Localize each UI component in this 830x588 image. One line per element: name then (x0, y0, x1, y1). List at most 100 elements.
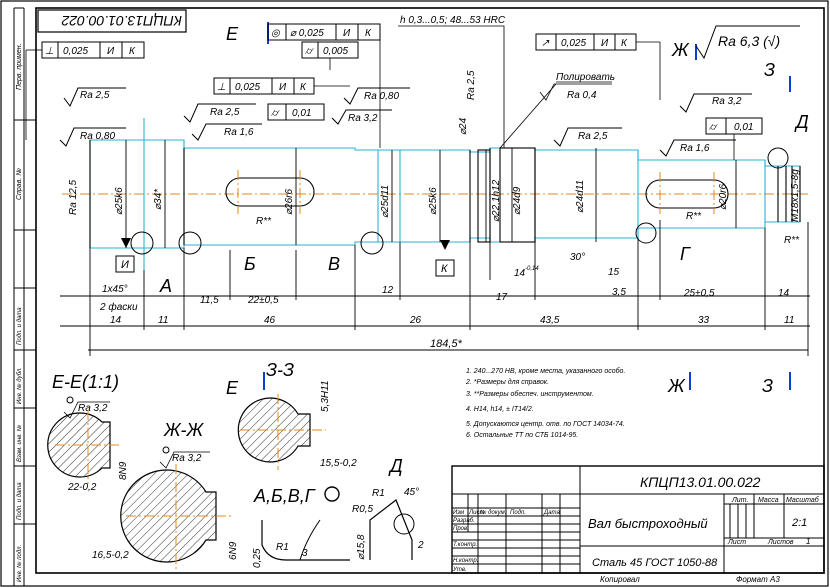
view-d: Д R1 R0,5 45° ⌀15,8 2 (352, 456, 424, 560)
tol-3-val: 0,025 (235, 82, 260, 93)
title-format: Формат А3 (736, 575, 780, 584)
left-margin: Перв. примен. Справ. № Подп. и дата Инв.… (13, 7, 36, 586)
dim-11a: 11 (158, 315, 168, 326)
datum-k: К (441, 263, 448, 275)
view-abvg-d2: 3 (302, 548, 308, 559)
section-letter-e-top: Е (226, 24, 239, 44)
section-zz-h: 5,3H11 (320, 380, 331, 412)
dia-label-0: ⌀25k6 (114, 187, 125, 215)
title-scale: 2:1 (791, 517, 807, 529)
view-abvg-r1: R1 (276, 542, 289, 553)
ra-5: Ra 3,2 (348, 113, 378, 124)
note-4: 5. Допускаются центр. отв. по ГОСТ 14034… (466, 421, 625, 428)
tol-1-sym: ◎ (271, 28, 281, 39)
technical-notes: 1. 240...270 НВ, кроме места, указанного… (465, 367, 625, 439)
detail-circle-a (130, 231, 154, 255)
note-0: 1. 240...270 НВ, кроме места, указанного… (466, 367, 625, 375)
row-label-1: Лист (468, 510, 484, 516)
tol-0-b1: К (129, 46, 136, 57)
tol-4-sym: ⌭ (271, 108, 280, 119)
dia-label-4: ⌀25k6 (428, 187, 439, 215)
tol-1-b0: И (343, 28, 351, 39)
margin-label-0: Перв. примен. (16, 43, 23, 90)
dim-12: 12 (382, 285, 394, 296)
section-letter-z-top: З (764, 60, 775, 80)
sign-label-2: Т.контр. (453, 542, 477, 548)
view-d-dia: ⌀15,8 (356, 534, 367, 560)
detail-circle-d (767, 147, 789, 169)
dia-label-5: ⌀24 (458, 117, 469, 135)
title-material: Сталь 45 ГОСТ 1050-88 (592, 557, 718, 569)
ra-125: Ra 12,5 (68, 180, 79, 215)
dim-33: 33 (698, 315, 710, 326)
dim-17: 17 (496, 292, 508, 303)
ra-0: Ra 2,5 (80, 90, 110, 101)
title-col-mass: Масса (758, 497, 779, 504)
view-abvg: А,Б,В,Г R1 0,25 3 (252, 486, 350, 568)
tol-6-val: 0,01 (734, 122, 753, 133)
tol-2-sym: ⌭ (305, 46, 314, 57)
dim-14b: 14 (514, 268, 526, 279)
note-3: 4. H14, h14, ± IT14/2. (466, 406, 534, 413)
view-d-d: 2 (417, 540, 424, 551)
hardness-note: h 0,3...0,5; 48...53 HRC (400, 15, 506, 26)
view-d-ang: 45° (404, 487, 419, 498)
tol-6-sym: ⌭ (709, 122, 718, 133)
row-label-4: Дата (543, 510, 560, 516)
ra-4: Ra 0,80 (364, 91, 399, 102)
section-ee-w: 22-0,2 (67, 482, 97, 493)
tol-0-sym: ⊥ (45, 46, 54, 57)
tol-5-b0: И (601, 38, 609, 49)
dia-label-6: ⌀22,1h12 (491, 179, 502, 222)
view-abvg-title: А,Б,В,Г (253, 486, 316, 506)
tol-5-val: 0,025 (561, 38, 586, 49)
margin-label-2: Подп. и дата (17, 307, 23, 345)
dim-2fask: 2 фаски (99, 301, 138, 313)
margin-label-1: Справ. № (16, 168, 23, 200)
margin-label-5: Подп. и дата (17, 482, 23, 520)
ra-6: Ra 2,5 (466, 70, 477, 100)
row-label-0: Изм (453, 510, 464, 516)
length-dims (60, 220, 810, 356)
dia-label-10: M18x1,5-8g (790, 169, 801, 222)
view-letter-v: В (328, 254, 340, 274)
sign-label-4: Утв. (452, 567, 467, 573)
section-letter-zh-bot: Ж (667, 376, 686, 396)
dia-label-2: ⌀26r6 (284, 189, 295, 215)
dim-15: 15 (608, 267, 620, 278)
title-sheets-value: 1 (806, 537, 810, 546)
sign-label-0: Разраб. (453, 518, 475, 524)
detail-circle-b (178, 231, 202, 255)
ra-8: Ra 3,2 (712, 96, 742, 107)
tol-2-val: 0,005 (323, 46, 348, 57)
margin-label-6: Инв. № подл. (16, 545, 23, 582)
section-ee: Е-Е(1:1) Ra 3,2 22-0,2 8N9 (47, 372, 129, 493)
view-letter-g: Г (680, 244, 691, 264)
dim-14a: 14 (110, 315, 122, 326)
shaft-outline (89, 118, 801, 270)
section-zz-w: 15,5-0,2 (320, 458, 357, 469)
dim-25: 25±0,5 (683, 288, 715, 299)
polish-ra: Ra 0,4 (567, 90, 597, 101)
tol-0-val: 0,025 (63, 46, 88, 57)
section-zz: З-З 5,3H11 15,5-0,2 (237, 360, 357, 470)
view-d-r2: R0,5 (352, 504, 374, 515)
section-zhzh-title: Ж-Ж (163, 420, 205, 440)
section-letter-zh-top: Ж (671, 40, 690, 60)
section-letter-d: Д (794, 112, 809, 132)
dia-label-8: ⌀24d11 (575, 180, 586, 213)
section-zhzh-ra: Ra 3,2 (172, 453, 202, 464)
diameter-dims (125, 140, 737, 248)
section-letter-e-bot: Е (226, 378, 239, 398)
title-sheet: Лист (727, 539, 746, 546)
dim-r2: R** (686, 211, 702, 222)
ra-7: Ra 2,5 (578, 131, 608, 142)
view-d-title: Д (388, 456, 403, 476)
row-label-2: № докум. (480, 509, 506, 516)
tol-4-val: 0,01 (292, 108, 311, 119)
section-zhzh-w: 16,5-0,2 (92, 550, 129, 561)
inner-frame (35, 7, 825, 574)
title-sheets: Листов (767, 539, 794, 546)
title-copied: Копировал (600, 575, 640, 584)
view-letter-a: А (159, 276, 172, 296)
